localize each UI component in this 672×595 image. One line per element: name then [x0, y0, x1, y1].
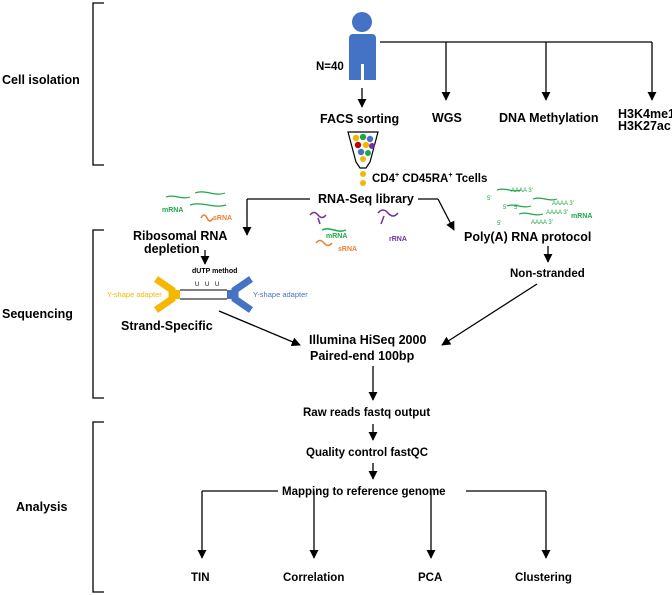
bracket-analysis: [92, 421, 104, 593]
adapter-left-label: Y-shape adapter: [107, 290, 162, 299]
polya-mrna-label: mRNA: [571, 213, 592, 220]
left-rna-icons: [165, 191, 227, 222]
left-srna-label: sRNA: [213, 215, 232, 222]
dutp-method-label: dUTP method: [192, 268, 237, 275]
library-mrna-label: mRNA: [326, 233, 347, 240]
polya-5prime-3: 5': [514, 205, 518, 211]
adapter-right-label: Y-shape adapter: [253, 290, 308, 299]
polya-5prime-4: 5': [497, 221, 501, 227]
qc-label: Quality control fastQC: [306, 447, 428, 459]
rna-seq-library-label: RNA-Seq library: [318, 192, 414, 206]
polya-protocol-label: Poly(A) RNA protocol: [464, 230, 591, 244]
arrow-nonstranded-to-hiseq: [441, 283, 538, 346]
library-srna-label: sRNA: [338, 246, 357, 253]
dutp-u-2: U: [205, 282, 209, 288]
mixed-rna-icon: [309, 209, 399, 247]
polya-5prime-1: 5': [487, 196, 491, 202]
y-shape-adapter-left-icon: [154, 276, 180, 313]
methylation-label: DNA Methylation: [499, 111, 599, 125]
dutp-u-3: U: [215, 282, 219, 288]
cell-type-label: CD4+ CD45RA+ Tcells: [372, 172, 487, 185]
facs-label: FACS sorting: [320, 112, 399, 126]
section-label-cell-isolation: Cell isolation: [2, 73, 80, 87]
bracket-cell-isolation: [92, 2, 104, 166]
section-label-analysis: Analysis: [16, 500, 67, 514]
polya-aaaa-3: AAAA 3': [546, 210, 568, 216]
polya-aaaa-2: AAAA 3': [552, 201, 574, 207]
dutp-u-1: U: [195, 282, 199, 288]
output-correlation: Correlation: [283, 572, 344, 584]
strand-specific-label: Strand-Specific: [121, 319, 213, 333]
bracket-sequencing: [92, 229, 104, 399]
raw-reads-label: Raw reads fastq output: [303, 407, 430, 419]
sample-count: N=40: [316, 61, 344, 73]
facs-funnel-icon: [347, 131, 379, 186]
ribo-depletion-label-1: Ribosomal RNA: [133, 229, 227, 243]
person-icon: [349, 12, 376, 80]
arrow-to-polya-diag: [437, 198, 455, 231]
h3k27ac-label: H3K27ac: [618, 119, 671, 133]
polya-aaaa-4: AAAA 3': [531, 220, 553, 226]
library-rrna-label: rRNA: [389, 236, 407, 243]
polya-5prime-2: 5': [503, 205, 507, 211]
ribo-depletion-label-2: depletion: [144, 242, 200, 256]
left-mrna-label: mRNA: [162, 207, 183, 214]
nonstranded-label: Non-stranded: [510, 268, 585, 280]
polya-aaaa-1: AAAA 3': [511, 188, 533, 194]
arrow-strand-to-hiseq: [218, 310, 301, 347]
mapping-label: Mapping to reference genome: [282, 486, 446, 498]
section-label-sequencing: Sequencing: [2, 307, 73, 321]
output-tin: TIN: [191, 572, 210, 584]
paired-end-label: Paired-end 100bp: [310, 349, 415, 363]
output-clustering: Clustering: [515, 572, 572, 584]
h3k4me1-label: H3K4me1: [618, 107, 672, 121]
output-pca: PCA: [418, 572, 442, 584]
y-shape-adapter-right-icon: [227, 276, 253, 313]
polya-rna-icons: [496, 188, 558, 216]
wgs-label: WGS: [432, 111, 462, 125]
hiseq-label: Illumina HiSeq 2000: [309, 333, 426, 347]
